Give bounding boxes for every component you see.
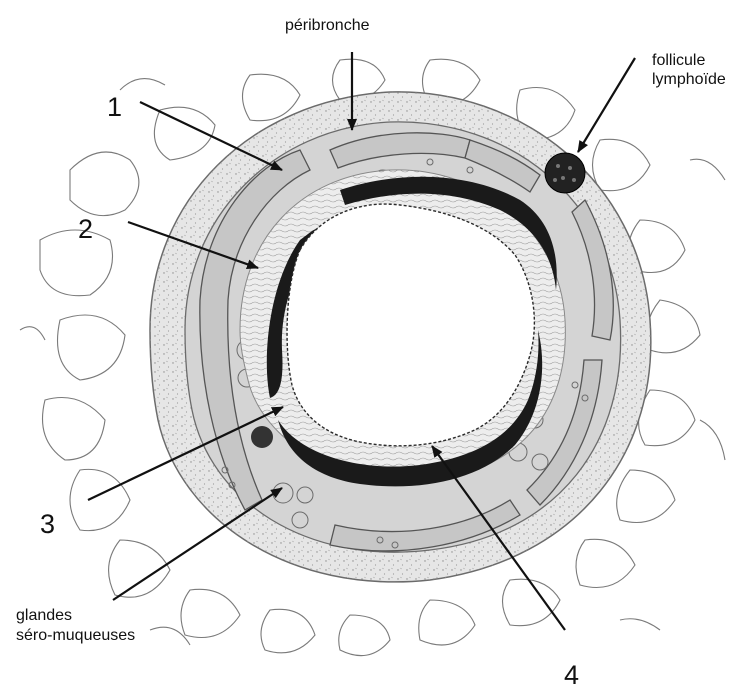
label-glandes-line1: glandes xyxy=(16,606,72,625)
label-follicule-line2: lymphoïde xyxy=(652,70,726,89)
label-number-4: 4 xyxy=(564,660,579,690)
bronchial-lumen xyxy=(287,204,534,446)
arrow-follicule xyxy=(578,58,635,152)
label-peribronche: péribronche xyxy=(285,16,370,35)
small-follicle xyxy=(251,426,273,448)
label-number-3: 3 xyxy=(40,509,55,539)
label-follicule-line1: follicule xyxy=(652,51,705,70)
lymphoid-follicle xyxy=(545,153,585,193)
label-glandes-line2: séro-muqueuses xyxy=(16,626,135,645)
label-number-2: 2 xyxy=(78,214,93,244)
label-number-1: 1 xyxy=(107,92,122,122)
